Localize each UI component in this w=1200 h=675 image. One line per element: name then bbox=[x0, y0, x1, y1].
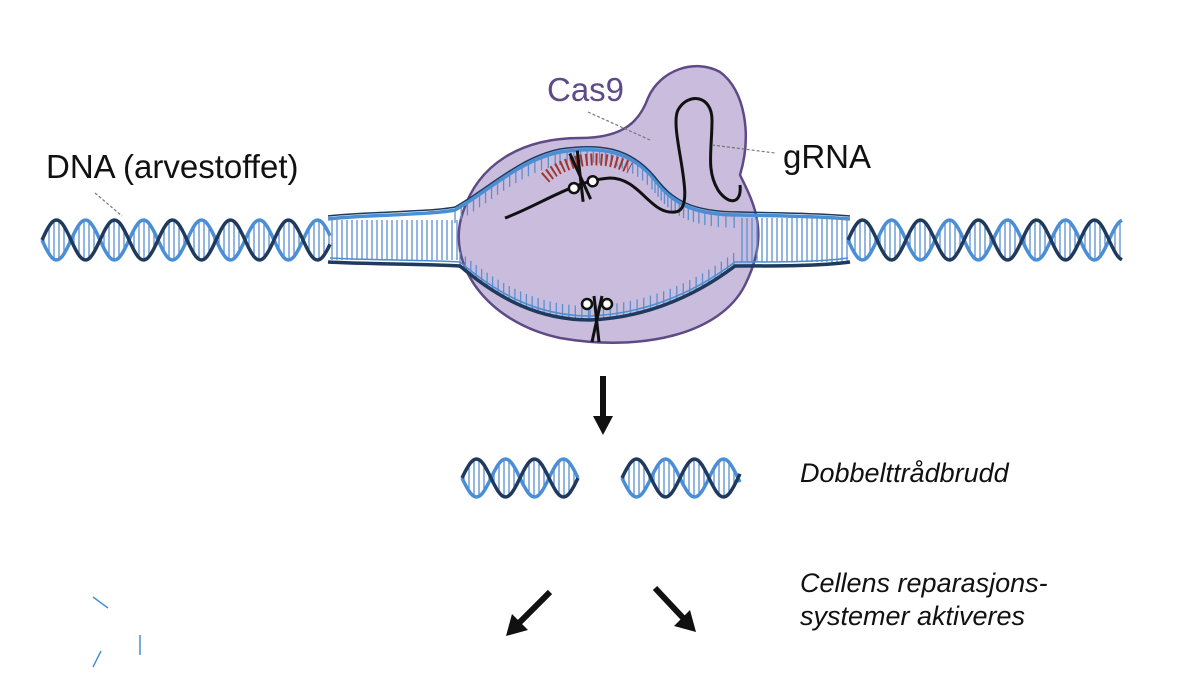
repair-systems-label: Cellens reparasjons- systemer aktiveres bbox=[800, 567, 1048, 633]
dna-label: DNA (arvestoffet) bbox=[46, 148, 299, 185]
dna-helix-right bbox=[846, 218, 1123, 262]
dna-helix-left bbox=[40, 218, 332, 262]
stray-marks bbox=[92, 596, 141, 668]
arrow-down-right-icon bbox=[652, 585, 696, 632]
cas9-label-leader bbox=[587, 111, 651, 141]
dna-top-strand bbox=[327, 147, 851, 221]
cas9-protein bbox=[457, 64, 760, 344]
grna-strand bbox=[504, 97, 742, 220]
grna-dna-pairing bbox=[540, 153, 633, 183]
unwound-dna-region bbox=[327, 145, 851, 322]
dna-bottom-strand-edge bbox=[329, 257, 849, 317]
arrow-down-icon bbox=[593, 376, 613, 435]
dna-fragment-left bbox=[460, 457, 580, 499]
repair-label-line2: systemer aktiveres bbox=[800, 600, 1026, 631]
grna-label: gRNA bbox=[783, 138, 872, 175]
dna-bottom-strand-rungs bbox=[459, 252, 735, 320]
repair-label-line1: Cellens reparasjons- bbox=[800, 568, 1048, 598]
dna-label-leader bbox=[94, 192, 123, 217]
dna-top-strand-edge bbox=[327, 145, 851, 217]
grna-label-leader bbox=[711, 144, 776, 154]
scissors-icon bbox=[580, 295, 614, 343]
dna-bottom-strand bbox=[327, 260, 851, 322]
double-strand-break-label: Dobbelttrådbrudd bbox=[800, 458, 1009, 488]
dna-fragment-right bbox=[620, 457, 742, 499]
scissors-icon bbox=[567, 150, 599, 202]
cas9-label: Cas9 bbox=[547, 71, 625, 108]
dna-unwound-rungs bbox=[331, 218, 848, 262]
arrow-down-left-icon bbox=[506, 589, 553, 636]
